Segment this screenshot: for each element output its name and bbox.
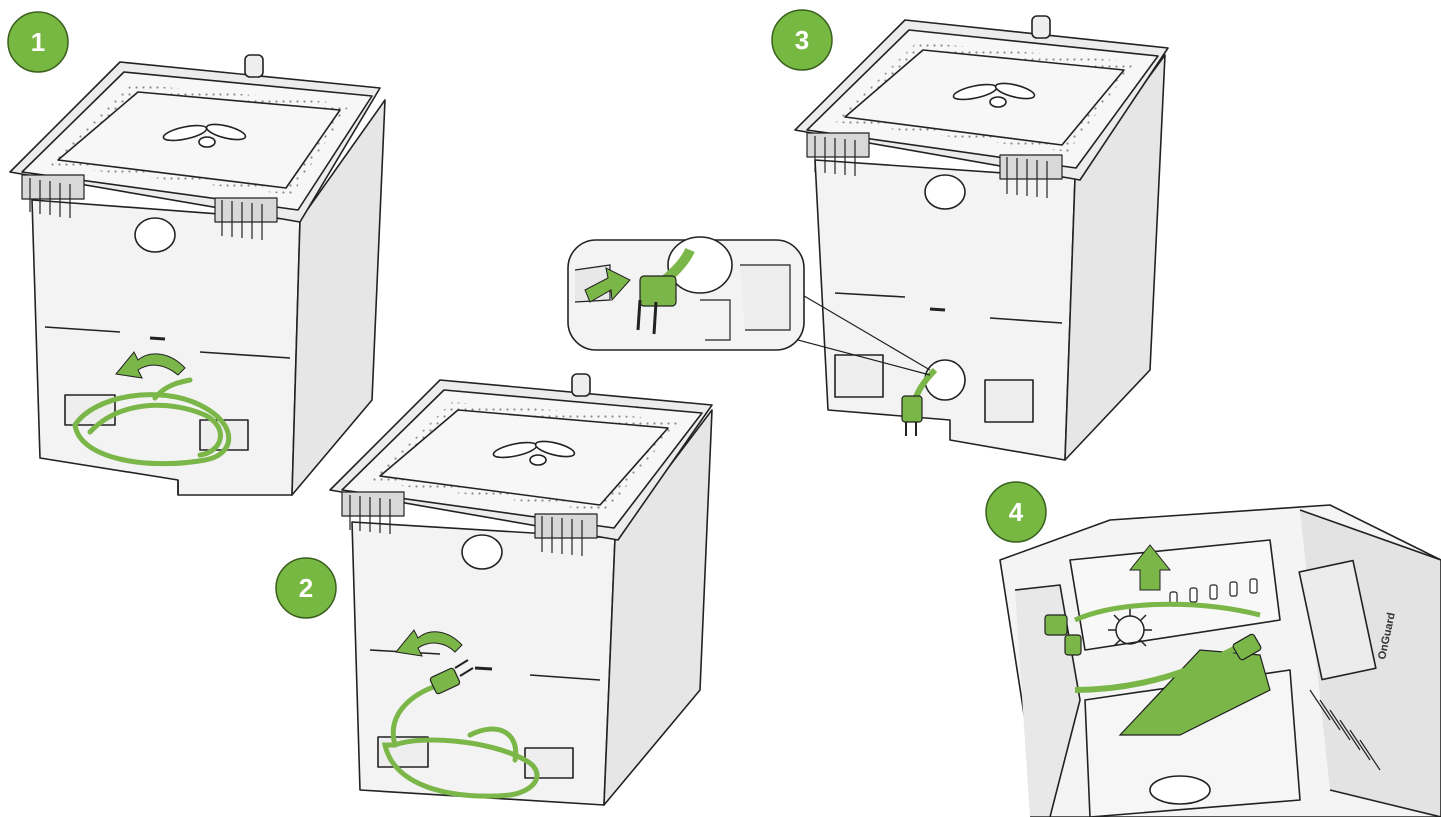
step-number: 1 (31, 27, 45, 57)
step-number: 4 (1009, 497, 1024, 527)
step-3-bin (795, 16, 1168, 460)
step-number: 2 (299, 573, 313, 603)
step-1-bin (10, 55, 385, 495)
step-badge-3: 3 (772, 10, 832, 70)
step-badge-4: 4 (986, 482, 1046, 542)
step-2-bin (330, 374, 712, 805)
step-number: 3 (795, 25, 809, 55)
step-badge-2: 2 (276, 558, 336, 618)
step-badge-1: 1 (8, 12, 68, 72)
